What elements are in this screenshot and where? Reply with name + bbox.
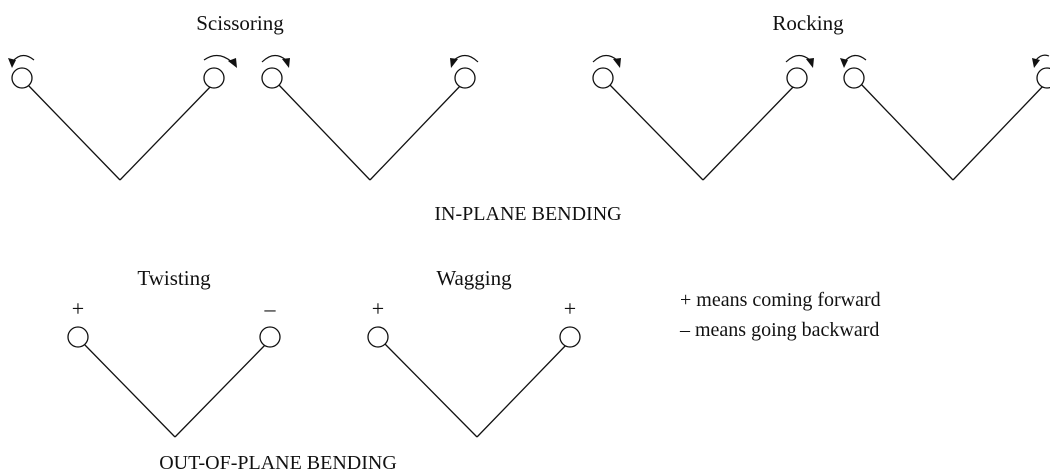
twisting-molecule: + – <box>67 296 281 438</box>
bond-right <box>119 83 214 181</box>
atom-right <box>1036 67 1050 89</box>
rotation-arrow-cw <box>203 54 233 63</box>
atom-right <box>203 67 225 89</box>
rotation-arrow-ccw <box>1035 54 1050 61</box>
scissoring-title: Scissoring <box>196 11 284 35</box>
bond-left <box>277 83 371 181</box>
bond-left <box>860 83 954 181</box>
atom-right <box>559 326 581 348</box>
plus-sign: + <box>564 296 576 321</box>
bond-left <box>383 342 478 438</box>
atom-left <box>261 67 283 89</box>
atom-left <box>67 326 89 348</box>
legend-backward: – means going backward <box>679 319 879 341</box>
bond-right <box>174 342 268 438</box>
scissoring-molecule-1 <box>8 54 237 181</box>
out-of-plane-caption: OUT-OF-PLANE BENDING <box>159 452 397 474</box>
atom-left <box>367 326 389 348</box>
plus-sign: + <box>72 296 84 321</box>
arrowhead <box>228 58 237 68</box>
wagging-title: Wagging <box>436 266 512 290</box>
scissoring-molecule-2 <box>261 54 479 181</box>
rotation-arrow-cw <box>592 54 618 63</box>
minus-sign: – <box>264 296 277 321</box>
atom-left <box>843 67 865 89</box>
bond-right <box>369 83 463 181</box>
bond-left <box>82 342 176 438</box>
arrowhead <box>282 58 290 68</box>
atom-right <box>259 326 281 348</box>
atom-left <box>11 67 33 89</box>
bond-right <box>476 342 569 438</box>
in-plane-caption: IN-PLANE BENDING <box>434 203 621 225</box>
rotation-arrow-cw <box>785 54 811 63</box>
plus-sign: + <box>372 296 384 321</box>
bond-right <box>952 83 1046 181</box>
arrowhead <box>450 58 458 68</box>
legend-forward: + means coming forward <box>680 289 881 311</box>
atom-left <box>592 67 614 89</box>
arrowhead <box>806 58 814 68</box>
rotation-arrow-cw <box>261 54 287 63</box>
rocking-title: Rocking <box>772 11 844 35</box>
atom-right <box>786 67 808 89</box>
arrowhead <box>613 58 621 68</box>
rocking-molecule-1 <box>592 54 814 181</box>
bond-left <box>608 83 704 181</box>
rotation-arrow-ccw <box>453 54 479 63</box>
atom-right <box>454 67 476 89</box>
twisting-title: Twisting <box>137 266 211 290</box>
rocking-molecule-2 <box>840 54 1050 181</box>
arrowhead <box>840 58 848 68</box>
arrowhead <box>1032 58 1040 68</box>
bond-right <box>702 83 797 181</box>
bond-left <box>26 83 121 181</box>
wagging-molecule: + + <box>367 296 581 438</box>
arrowhead <box>8 58 16 68</box>
